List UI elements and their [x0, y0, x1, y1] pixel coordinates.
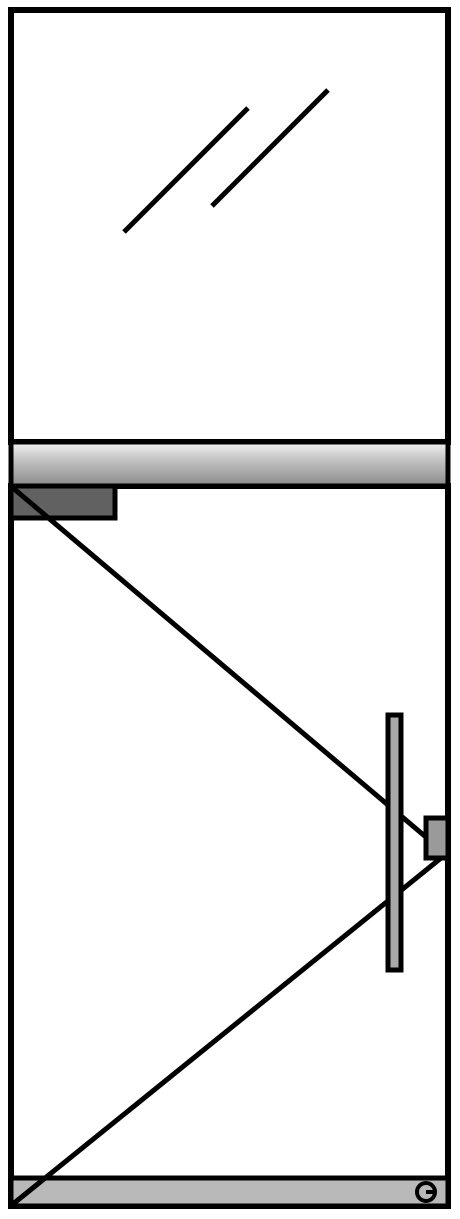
transom-bar	[8, 439, 451, 489]
reflection-line-right	[210, 88, 330, 208]
door-leaf-panel	[8, 483, 451, 1209]
glass-reflection-icon	[122, 88, 330, 234]
bottom-rail	[8, 1175, 451, 1209]
swing-line-upper	[11, 486, 448, 856]
side-lock-box	[423, 815, 451, 861]
floor-spring-icon	[415, 1181, 437, 1203]
swing-line-lower	[11, 852, 448, 1206]
transom-glass-panel	[8, 7, 451, 445]
reflection-line-left	[122, 106, 250, 234]
pull-handle	[385, 712, 404, 973]
